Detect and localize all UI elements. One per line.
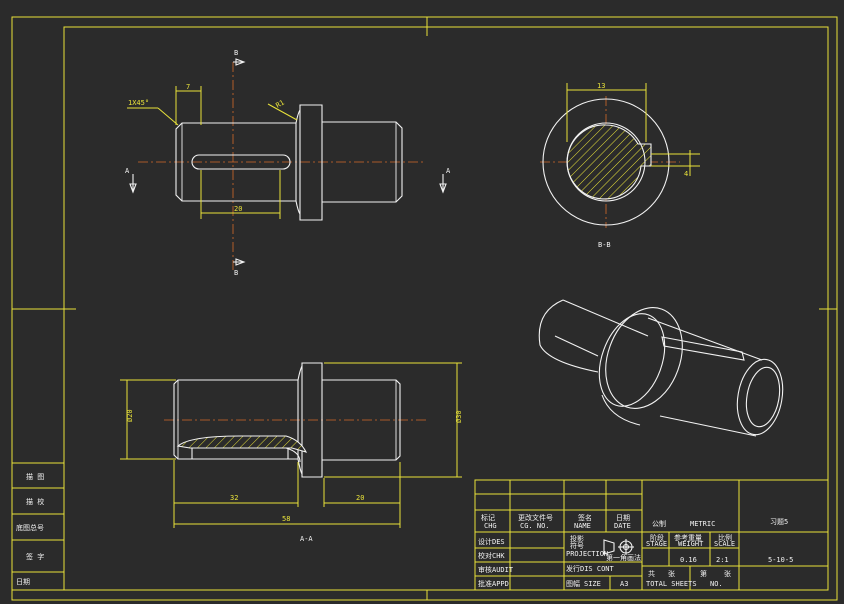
tb-stage-en: STAGE <box>646 540 667 548</box>
tb-scale-value: 2:1 <box>716 556 729 564</box>
section-mark-a-right: A <box>446 167 451 175</box>
section-mark-b-top: B <box>234 49 238 57</box>
tb-row-audit: 审核 <box>478 565 492 574</box>
dim-radius: R1 <box>275 99 286 110</box>
section-a-a-hatch <box>176 435 308 453</box>
tb-projection-note: 第一角画法 <box>606 553 641 562</box>
tb-row-audit-en: AUDIT <box>492 566 514 574</box>
tb-sheets: 共 <box>648 569 655 578</box>
dim-dia-small: Ø20 <box>126 409 134 422</box>
tb-sheet-no-en: NO. <box>710 580 723 588</box>
tb-stage: 阶段 <box>650 533 664 542</box>
tb-doc-no: 更改文件号 <box>518 513 553 522</box>
tb-issue: 发行 <box>566 564 580 573</box>
dim-chamfer-length: 7 <box>186 83 190 91</box>
dim-collar-right: 20 <box>356 494 364 502</box>
tb-size: 图幅 <box>566 579 580 588</box>
tb-row-appd-en: APPD <box>492 580 509 588</box>
tb-mod-mark-en: CHG <box>484 522 497 530</box>
dim-shaft-length: 32 <box>230 494 238 502</box>
tb-weight-en: WEIGHT <box>678 540 704 548</box>
tb-size-en: SIZE <box>584 580 601 588</box>
title-block: 标记 CHG 更改文件号 CG. NO. 签名 NAME 日期 DATE 设计 … <box>474 479 829 591</box>
dim-dia-large: Ø30 <box>455 410 463 423</box>
stamp-label-sign: 签 字 <box>26 552 44 561</box>
tb-mod-mark: 标记 <box>481 513 495 522</box>
caption-b-b: B-B <box>598 241 611 249</box>
stamp-label-date: 日期 <box>16 578 30 586</box>
dim-chamfer: 1X45° <box>128 99 149 107</box>
tb-date-en: DATE <box>614 522 631 530</box>
tb-projection: 投影 <box>570 534 584 543</box>
dim-total-length: 58 <box>282 515 290 523</box>
tb-row-chk: 校对 <box>478 551 492 560</box>
dim-bb-depth: 4 <box>684 170 688 178</box>
tb-sheet-no-end: 张 <box>724 569 731 578</box>
tb-size-value: A3 <box>620 580 628 588</box>
front-view: A A B B <box>125 49 451 277</box>
dim-slot-length: 20 <box>234 205 242 213</box>
dim-bb-width: 13 <box>597 82 605 90</box>
tb-sign-en: NAME <box>574 522 591 530</box>
tb-row-des: 设计 <box>478 537 492 546</box>
tb-standard-value: METRIC <box>690 520 715 528</box>
tb-issue-en: DIS CONT <box>580 565 615 573</box>
section-b-b: 13 4 B-B <box>540 82 700 249</box>
left-stamp: 描 图 描 校 底图总号 签 字 日期 <box>11 462 65 591</box>
centering-marks <box>12 17 837 600</box>
tb-sheets-mid: 张 <box>668 569 675 578</box>
isometric-view <box>538 299 784 437</box>
section-mark-b-bottom: B <box>234 269 238 277</box>
tb-row-appd: 批准 <box>478 579 492 588</box>
tb-sign: 签名 <box>578 513 592 522</box>
tb-row-des-en: DES <box>492 538 505 546</box>
tb-sheets-en: TOTAL SHEETS <box>646 580 697 588</box>
tb-projection-en: PROJECTION <box>566 550 608 558</box>
tb-drawing-title: 习题5 <box>770 518 788 526</box>
inner-border <box>63 26 829 591</box>
tb-date: 日期 <box>616 514 630 522</box>
stamp-label-trace: 描 图 <box>26 472 44 481</box>
section-b-b-hatch <box>566 124 652 200</box>
tb-sheet-no: 第 <box>700 569 707 578</box>
tb-weight: 参考重量 <box>674 533 702 542</box>
tb-weight-value: 0.16 <box>680 556 697 564</box>
caption-a-a: A-A <box>300 535 313 543</box>
section-mark-a-left: A <box>125 167 130 175</box>
tb-standard-label: 公制 <box>652 519 666 528</box>
tb-scale-en: SCALE <box>714 540 735 548</box>
projection-symbol-icon <box>603 539 634 555</box>
section-a-a: Ø20 Ø30 32 20 58 A-A <box>120 362 463 543</box>
tb-projection-mid: 符号 <box>570 541 584 550</box>
tb-scale: 比例 <box>718 533 732 542</box>
front-view-dimensions: 7 1X45° R1 20 <box>127 83 298 219</box>
tb-row-chk-en: CHK <box>492 552 505 560</box>
stamp-label-base: 底图总号 <box>16 523 44 532</box>
tb-doc-no-en: CG. NO. <box>520 522 550 530</box>
tb-drawing-number: 5-10-5 <box>768 556 793 564</box>
stamp-label-check: 描 校 <box>26 497 44 506</box>
